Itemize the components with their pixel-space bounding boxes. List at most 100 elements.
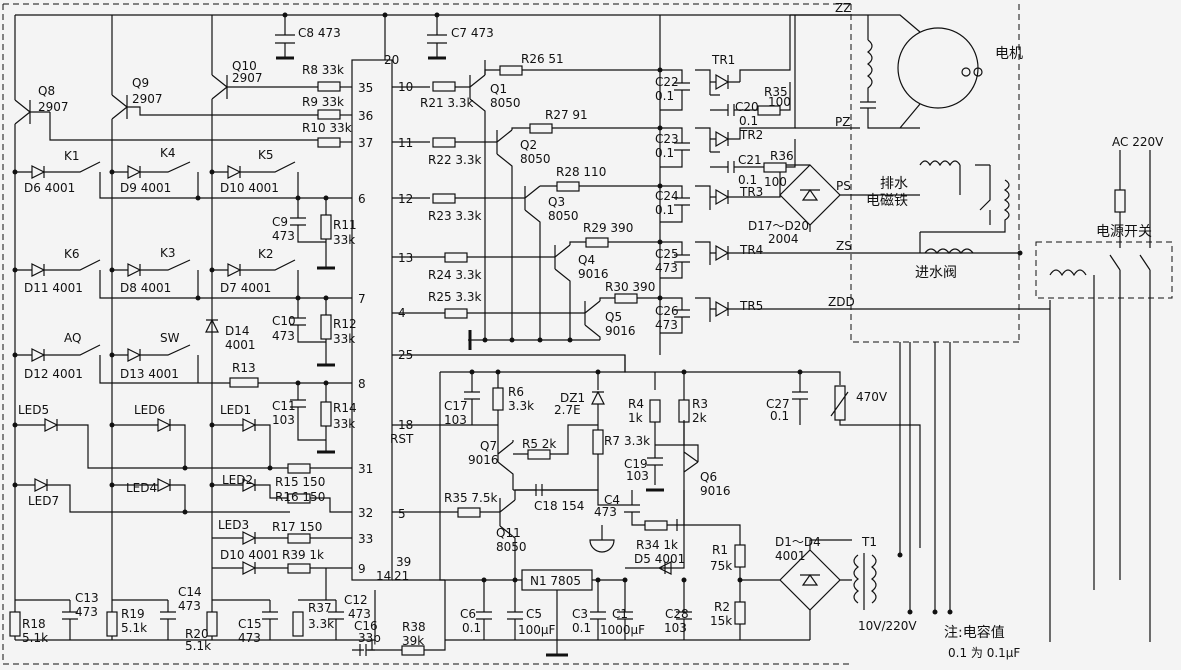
q5-transistor — [392, 297, 660, 340]
label-tr2: TR2 — [739, 128, 763, 142]
label-q2-type: 8050 — [520, 152, 551, 166]
r22-resistor — [432, 137, 456, 148]
label-c28-val: 103 — [664, 621, 687, 635]
junction-dot — [209, 422, 215, 428]
label-c23-val: 0.1 — [655, 146, 674, 160]
led3-wire — [212, 531, 288, 545]
r37-resistor — [292, 611, 304, 637]
junction-dot — [109, 169, 115, 175]
pin-35: 35 — [358, 81, 373, 95]
d1-d4-bridge — [740, 539, 852, 640]
junction-dot — [195, 195, 201, 201]
label-r12-val: 33k — [333, 332, 355, 346]
d10b-diode — [212, 561, 288, 575]
label-r19-val: 5.1k — [121, 621, 147, 635]
label-d9: D9 4001 — [120, 181, 171, 195]
label-led4: LED4 — [126, 481, 157, 495]
label-r27: R27 91 — [545, 108, 588, 122]
junction-dot — [12, 169, 18, 175]
pin-9: 9 — [358, 562, 366, 576]
pin-5: 5 — [398, 507, 406, 521]
label-q8-type: 2907 — [38, 100, 69, 114]
ic-body — [351, 59, 393, 581]
label-r4-val: 1k — [628, 411, 643, 425]
junction-dot — [495, 369, 501, 375]
label-c13: C13 — [75, 591, 99, 605]
label-led2: LED2 — [222, 473, 253, 487]
label-c8: C8 473 — [298, 26, 341, 40]
label-q4: Q4 — [578, 253, 595, 267]
pin-13: 13 — [398, 251, 413, 265]
label-q11: Q11 — [496, 526, 521, 540]
label-c24: C24 — [655, 189, 679, 203]
pin-7: 7 — [358, 292, 366, 306]
pin-18: 18 — [398, 418, 413, 432]
label-c16-val: 33p — [358, 631, 381, 645]
label-r16: R16 150 — [275, 490, 325, 504]
label-r21: R21 3.3k — [420, 96, 474, 110]
r28-resistor — [556, 181, 580, 192]
label-r24: R24 3.3k — [428, 268, 482, 282]
junction-dot — [657, 125, 663, 131]
label-r28: R28 110 — [556, 165, 606, 179]
label-q6-type: 9016 — [700, 484, 731, 498]
junction-dot — [469, 369, 475, 375]
motor-windings — [790, 14, 921, 129]
junction-dot — [737, 577, 743, 583]
c7-capacitor — [427, 15, 447, 58]
r13-resistor — [229, 377, 259, 388]
pin-33: 33 — [358, 532, 373, 546]
label-r7: R7 — [604, 434, 620, 448]
label-r15: R15 150 — [275, 475, 325, 489]
label-r20: R20 — [185, 627, 209, 641]
c14-capacitor — [112, 599, 176, 640]
wire-pin32 — [310, 497, 352, 513]
label-c16: C16 — [354, 619, 378, 633]
r15-resistor — [287, 463, 311, 474]
component-labels: C8 473 C7 473 20 Q10 2907 Q9 2907 Q8 290… — [18, 1, 1164, 660]
r12-resistor — [320, 314, 332, 340]
label-r1-val: 75k — [710, 559, 732, 573]
junction-dot — [295, 380, 301, 386]
varistor-c27 — [685, 371, 921, 548]
r3-resistor — [678, 399, 690, 423]
junction-dot — [1017, 250, 1023, 256]
label-c20-val: 0.1 — [739, 114, 758, 128]
label-r38-val: 39k — [402, 634, 424, 648]
pin-4: 4 — [398, 306, 406, 320]
label-c4-val: 473 — [594, 505, 617, 519]
wire-pin21 — [392, 579, 446, 651]
label-r14-val: 33k — [333, 417, 355, 431]
r18-resistor — [9, 611, 21, 637]
junction-dot — [595, 369, 601, 375]
label-d14-val: 4001 — [225, 338, 256, 352]
q8-base-wire — [30, 111, 340, 141]
r8-resistor — [317, 81, 341, 92]
c16-capacitor — [352, 644, 402, 656]
c23-capacitor — [660, 127, 690, 168]
label-r18: R18 — [22, 617, 46, 631]
label-c13-val: 473 — [75, 605, 98, 619]
c25-capacitor — [660, 241, 690, 279]
label-c28: C28 — [665, 607, 689, 621]
c4-r34-wire — [515, 489, 685, 531]
label-r6: R6 — [508, 385, 524, 399]
label-c1: C1 — [612, 607, 628, 621]
label-q5-type: 9016 — [605, 324, 636, 338]
led1-wire — [212, 418, 271, 468]
wire-r1 — [684, 524, 741, 545]
buzzer — [589, 525, 615, 553]
label-motor: 电机 — [995, 46, 1023, 62]
label-q1: Q1 — [490, 82, 507, 96]
junction-dot — [12, 267, 18, 273]
label-led5: LED5 — [18, 403, 49, 417]
junction-dot — [323, 380, 329, 386]
label-r11: R11 — [333, 218, 357, 232]
wire-7805 — [484, 490, 685, 640]
r34-resistor — [644, 520, 668, 531]
label-r11-val: 33k — [333, 233, 355, 247]
label-q10: Q10 — [232, 59, 257, 73]
c8-capacitor — [275, 15, 295, 58]
